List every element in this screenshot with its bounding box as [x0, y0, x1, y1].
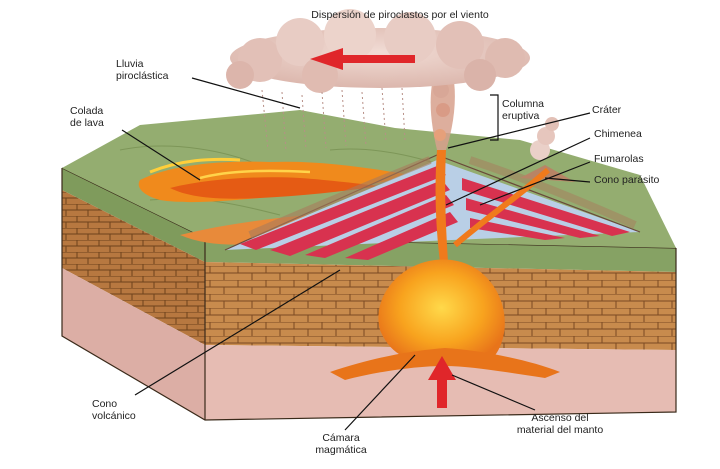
label-volcanic-cone: Cono volcánico [92, 398, 136, 422]
eruptive-column [430, 70, 455, 150]
label-eruptive-column: Columna eruptiva [502, 98, 545, 122]
secondary-conduit [453, 167, 550, 248]
pyroclastic-rain [261, 87, 406, 153]
label-lava-flow: Colada de lava [70, 105, 104, 129]
leader-lines [121, 77, 591, 431]
volcanic-cone-strata [224, 154, 641, 260]
label-fumaroles: Fumarolas [594, 153, 644, 165]
label-pyroclastic-rain: Lluvia piroclástica [116, 58, 169, 82]
front-green-band [62, 168, 205, 262]
ash-cloud [226, 9, 530, 93]
label-parasitic-cone: Cono parásito [594, 174, 660, 186]
diagram-title: Dispersión de piroclastos por el viento [311, 9, 489, 21]
label-mantle-ascent: Ascenso del material del manto [516, 412, 604, 436]
fumarole-plume [530, 117, 559, 160]
label-crater: Cráter [592, 104, 622, 116]
wind-direction-arrow [310, 48, 415, 70]
front-brick-stratum [62, 190, 205, 345]
main-conduit [435, 150, 448, 262]
label-magma-chamber: Cámara magmática [315, 432, 367, 456]
mantle-ascent-arrow [428, 356, 456, 408]
front-mantle-layer [62, 268, 205, 420]
label-chimney: Chimenea [594, 128, 642, 140]
